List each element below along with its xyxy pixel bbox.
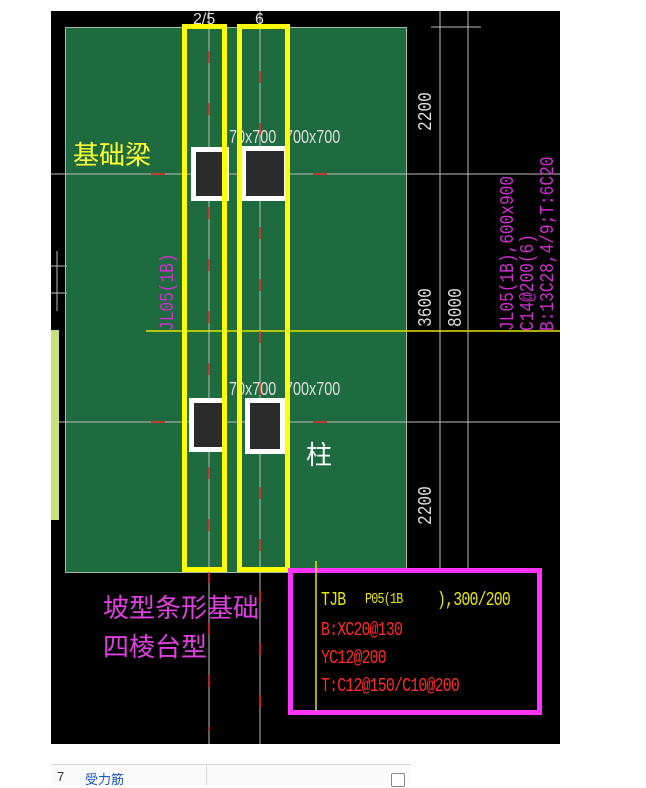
- note-p05: P05(1B: [365, 591, 403, 608]
- foundation-beam-highlight-left: [182, 24, 227, 572]
- note-leader-line: [315, 561, 317, 711]
- side-panel-tab[interactable]: [51, 330, 59, 520]
- note-yc-rebar: YC12@200: [321, 647, 387, 669]
- row-divider: [206, 765, 207, 785]
- axis-label-2-5: 2/5: [193, 11, 216, 28]
- note-bottom-rebar: B:XC20@130: [321, 619, 403, 641]
- label-column: 柱: [306, 441, 333, 471]
- foundation-note-highlight: [288, 568, 542, 715]
- row-checkbox[interactable]: [391, 773, 405, 787]
- row-text: 受力筋: [85, 772, 125, 787]
- label-strip-foundation-2: 四棱台型: [103, 633, 208, 663]
- column-size-top-b: 700x700: [285, 127, 341, 147]
- cad-drawing: 2/5 6 70x700 700x700 70x700 700x700 JL05…: [51, 11, 560, 744]
- note-300-200: ),300/200: [437, 589, 511, 611]
- note-top-rebar: T:C12@150/C10@200: [321, 675, 460, 697]
- label-strip-foundation-1: 坡型条形基础: [103, 594, 260, 624]
- property-table-row[interactable]: 7 受力筋: [51, 764, 411, 787]
- row-index: 7: [57, 769, 65, 784]
- foundation-beam-highlight-right: [237, 24, 290, 572]
- column-bottom-right: [245, 398, 285, 454]
- axis-label-6: 6: [255, 11, 264, 28]
- column-top-right: [241, 146, 289, 201]
- label-foundation-beam: 基础梁: [73, 141, 152, 171]
- note-tjb: TJB: [321, 589, 346, 611]
- column-bottom-left: [189, 398, 227, 452]
- column-size-bottom-b: 700x700: [285, 379, 341, 399]
- foundation-slab: [65, 27, 407, 573]
